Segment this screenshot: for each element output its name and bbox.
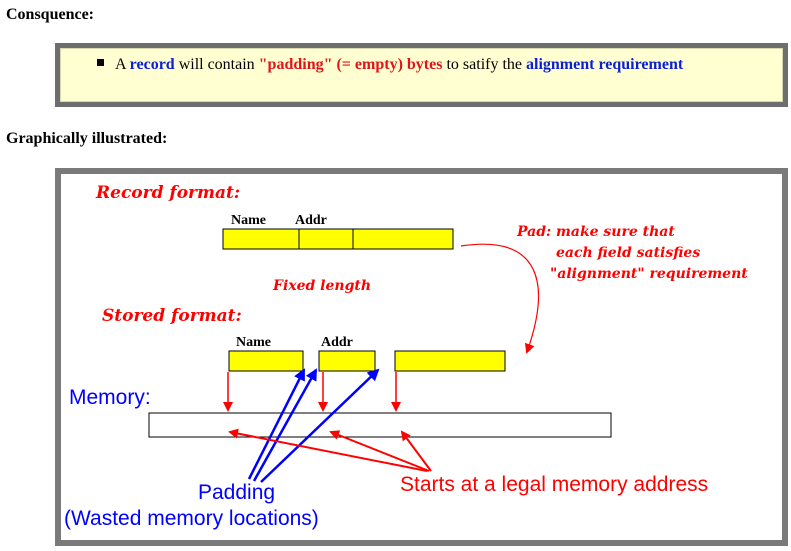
note-prefix: A: [115, 56, 130, 73]
record-field-3: [352, 228, 454, 250]
pad-note-line3: "alignment" requirement: [550, 266, 748, 282]
record-addr-field: [298, 228, 354, 250]
padding-label: Padding: [198, 481, 275, 504]
record-format-label: Record format:: [95, 183, 240, 203]
stored-addr-field: [318, 350, 376, 372]
stored-field-3: [394, 350, 506, 372]
stored-name-field: [228, 350, 304, 372]
pad-note-line1: Pad: make sure that: [516, 224, 675, 240]
memory-bar: [148, 412, 612, 438]
stored-addr-label: Addr: [321, 335, 353, 350]
note-padding: "padding" (= empty) bytes: [258, 56, 443, 73]
padding-arrow-3: [260, 368, 380, 483]
note-mid2: to satify the: [442, 56, 527, 73]
consequence-heading: Consquence:: [6, 6, 95, 23]
record-name-field: [222, 228, 300, 250]
note-record: record: [129, 56, 175, 73]
padding-arrow-2: [252, 368, 318, 482]
note-inner: A record will contain "padding" (= empty…: [60, 48, 783, 102]
starts-arrow-3: [400, 430, 432, 472]
fixed-length-label: Fixed length: [272, 278, 371, 294]
stored-name-label: Name: [236, 335, 271, 350]
padding-arrow-1: [247, 368, 306, 480]
pad-curved-arrow: [460, 243, 539, 354]
pad-note-line2: each field satisfies: [556, 245, 700, 261]
memory-label: Memory:: [69, 386, 151, 409]
square-bullet-icon: [97, 59, 104, 66]
note-box: A record will contain "padding" (= empty…: [55, 43, 788, 107]
note-text: A record will contain "padding" (= empty…: [115, 54, 725, 76]
note-mid1: will contain: [174, 56, 259, 73]
note-alignment: alignment requirement: [526, 56, 684, 73]
starts-label: Starts at a legal memory address: [400, 473, 708, 496]
illustrated-heading: Graphically illustrated:: [6, 130, 168, 147]
stored-format-label: Stored format:: [102, 306, 242, 326]
record-addr-label: Addr: [295, 213, 327, 228]
wasted-label: (Wasted memory locations): [64, 507, 319, 530]
diagram-canvas: Record format: Name Addr Pad: make sure …: [61, 174, 782, 540]
starts-arrow-2: [329, 430, 430, 472]
diagram-svg: Record format: Name Addr Pad: make sure …: [64, 183, 748, 530]
record-name-label: Name: [231, 213, 266, 228]
starts-arrow-1: [228, 428, 428, 472]
diagram-frame: Record format: Name Addr Pad: make sure …: [55, 168, 788, 546]
